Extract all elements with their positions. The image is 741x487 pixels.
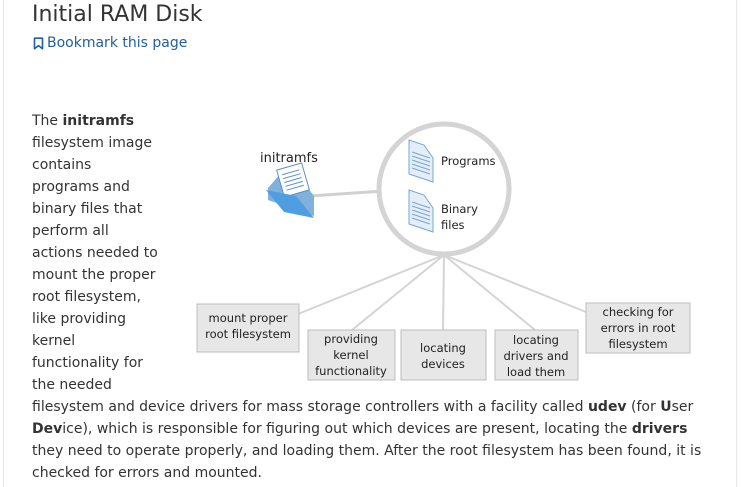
intro-lead: The [32, 113, 63, 129]
spoke-kernel [351, 254, 445, 331]
cont-part1: filesystem and device drivers for mass s… [32, 399, 588, 415]
continuation-paragraph: filesystem and device drivers for mass s… [32, 396, 712, 484]
u-letter: U [660, 399, 672, 415]
dev-term: Dev [32, 421, 63, 437]
cont-part3: ice), which is responsible for figuring … [62, 421, 632, 437]
bookmark-icon [33, 36, 44, 50]
ser-text: ser [671, 399, 694, 415]
initramfs-circle [376, 121, 512, 257]
spokes [297, 254, 587, 331]
bookmark-label: Bookmark this page [47, 35, 188, 51]
programs-label: Programs [441, 154, 496, 168]
intro-paragraph: The initramfs filesystem image contains … [32, 110, 162, 396]
spoke-mount [297, 254, 445, 315]
binary-files-doc-icon [408, 189, 434, 233]
spoke-checking [443, 254, 587, 313]
bookmark-link[interactable]: Bookmark this page [33, 35, 187, 51]
spoke-devices [442, 254, 445, 331]
drivers-term: drivers [631, 421, 688, 437]
initramfs-term: initramfs [62, 113, 135, 129]
folder-connector [309, 189, 385, 198]
binary-files-label: Binary files [441, 202, 478, 232]
udev-term: udev [587, 399, 627, 415]
content-border-left [3, 0, 4, 487]
page-title: Initial RAM Disk [32, 2, 203, 27]
folder-label: initramfs [260, 151, 318, 166]
files-word: files [441, 218, 465, 232]
folder-icon [266, 162, 314, 218]
cont-part2: (for [626, 399, 661, 415]
intro-rest: filesystem image contains programs and b… [32, 135, 158, 393]
spoke-drivers [443, 254, 536, 331]
cont-part4: they need to operate properly, and loadi… [32, 443, 702, 481]
programs-doc-icon [408, 139, 434, 183]
binary-word: Binary [441, 202, 478, 216]
content-border-right [736, 0, 737, 487]
